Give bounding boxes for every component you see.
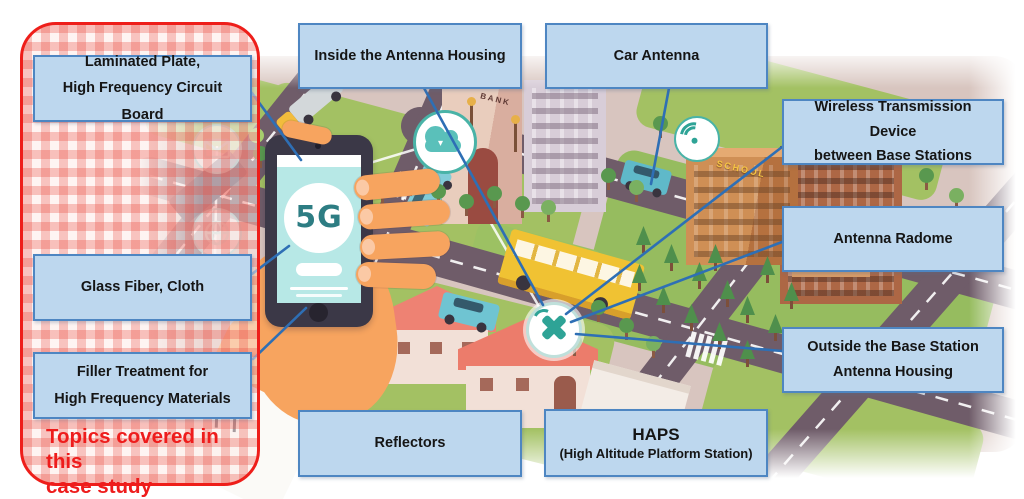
- callout-antenna-radome: Antenna Radome: [782, 206, 1004, 272]
- camera-dot: [315, 143, 321, 149]
- smartphone: 5G: [265, 135, 373, 327]
- callout-filler-treatment: Filler Treatment for High Frequency Mate…: [33, 352, 252, 419]
- callout-haps: HAPS (High Altitude Platform Station): [544, 409, 768, 477]
- callout-inside-antenna-housing: Inside the Antenna Housing: [298, 23, 522, 89]
- finger: [355, 261, 437, 290]
- finger: [357, 198, 451, 231]
- case-study-caption: Topics covered in this case study: [46, 425, 219, 498]
- callout-wireless-transmission: Wireless Transmission Device between Bas…: [782, 99, 1004, 165]
- callout-glass-fiber: Glass Fiber, Cloth: [33, 254, 252, 321]
- phone-screen: 5G: [277, 155, 361, 303]
- callout-car-antenna: Car Antenna: [545, 23, 768, 89]
- callout-laminated-plate: Laminated Plate, High Frequency Circuit …: [33, 54, 252, 123]
- callout-reflectors: Reflectors: [298, 410, 522, 477]
- 5g-logo: 5G: [284, 183, 354, 253]
- home-button: [309, 303, 328, 322]
- finger: [359, 230, 451, 261]
- callout-outside-base-station: Outside the Base Station Antenna Housing: [782, 327, 1004, 393]
